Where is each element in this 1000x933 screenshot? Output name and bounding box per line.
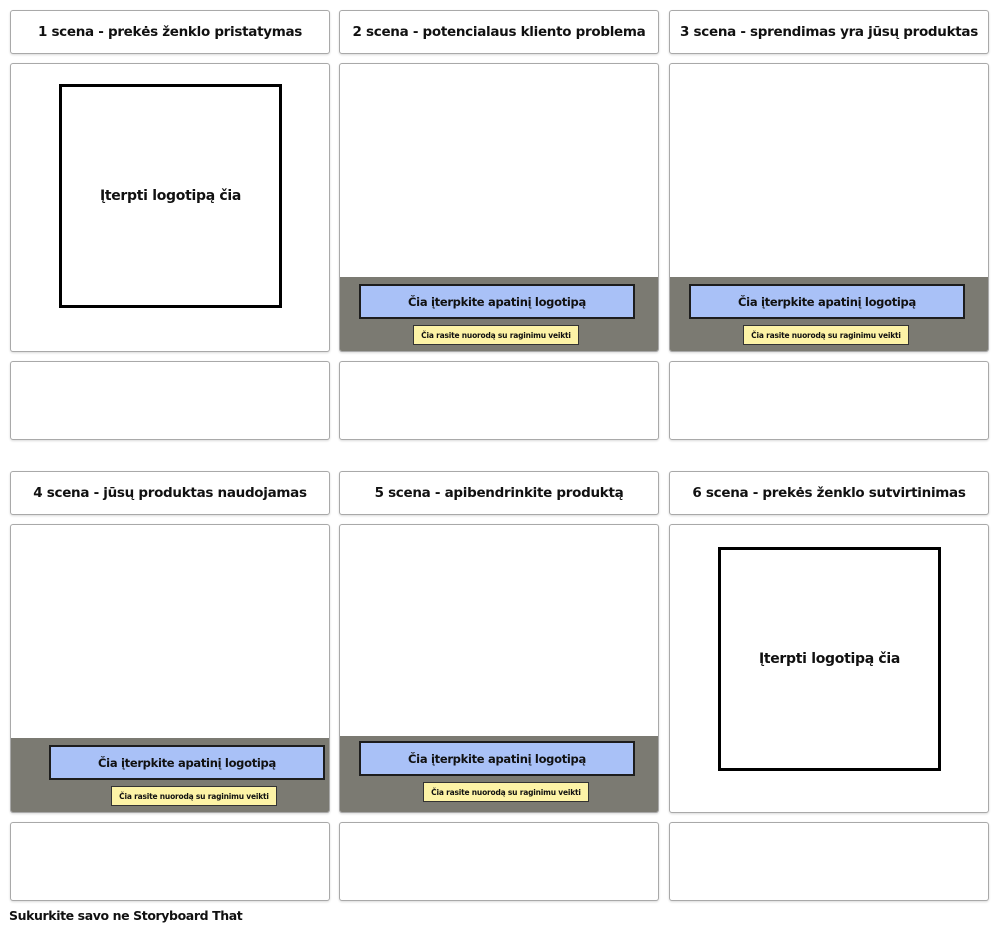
scene-5-panel[interactable]: Čia įterpkite apatinį logotipą Čia rasit… <box>339 524 659 813</box>
scene-5-title: 5 scena - apibendrinkite produktą <box>374 485 624 501</box>
bottom-logo-text: Čia įterpkite apatinį logotipą <box>738 294 916 309</box>
bottom-logo-text: Čia įterpkite apatinį logotipą <box>408 294 586 309</box>
scene-2-description[interactable] <box>339 361 659 440</box>
scene-6-title-box[interactable]: 6 scena - prekės ženklo sutvirtinimas <box>669 471 989 515</box>
bottom-band: Čia įterpkite apatinį logotipą Čia rasit… <box>340 736 658 812</box>
bottom-logo-text: Čia įterpkite apatinį logotipą <box>98 755 276 770</box>
scene-4-title-box[interactable]: 4 scena - jūsų produktas naudojamas <box>10 471 330 515</box>
scene-5-description[interactable] <box>339 822 659 901</box>
call-to-action-link[interactable]: Čia rasite nuorodą su raginimu veikti <box>743 325 909 345</box>
scene-1-description[interactable] <box>10 361 330 440</box>
call-to-action-text: Čia rasite nuorodą su raginimu veikti <box>119 791 269 801</box>
scene-1-title: 1 scena - prekės ženklo pristatymas <box>37 24 303 40</box>
bottom-band: Čia įterpkite apatinį logotipą Čia rasit… <box>670 277 988 351</box>
call-to-action-text: Čia rasite nuorodą su raginimu veikti <box>431 787 581 797</box>
scene-1-panel[interactable]: Įterpti logotipą čia <box>10 63 330 352</box>
scene-3-description[interactable] <box>669 361 989 440</box>
scene-4-title: 4 scena - jūsų produktas naudojamas <box>33 485 307 501</box>
bottom-band: Čia įterpkite apatinį logotipą Čia rasit… <box>340 277 658 351</box>
call-to-action-text: Čia rasite nuorodą su raginimu veikti <box>751 330 901 340</box>
call-to-action-link[interactable]: Čia rasite nuorodą su raginimu veikti <box>111 786 277 806</box>
logo-placeholder-text: Įterpti logotipą čia <box>758 651 901 667</box>
scene-6-title: 6 scena - prekės ženklo sutvirtinimas <box>692 485 966 501</box>
bottom-logo-placeholder[interactable]: Čia įterpkite apatinį logotipą <box>689 284 965 319</box>
scene-3-title-box[interactable]: 3 scena - sprendimas yra jūsų produktas <box>669 10 989 54</box>
bottom-logo-placeholder[interactable]: Čia įterpkite apatinį logotipą <box>49 745 325 780</box>
scene-2-panel[interactable]: Čia įterpkite apatinį logotipą Čia rasit… <box>339 63 659 352</box>
bottom-band: Čia įterpkite apatinį logotipą Čia rasit… <box>11 738 329 812</box>
scene-2-title: 2 scena - potencialaus kliento problema <box>352 24 646 40</box>
scene-1-title-box[interactable]: 1 scena - prekės ženklo pristatymas <box>10 10 330 54</box>
call-to-action-link[interactable]: Čia rasite nuorodą su raginimu veikti <box>423 782 589 802</box>
scene-6-panel[interactable]: Įterpti logotipą čia <box>669 524 989 813</box>
scene-5-title-box[interactable]: 5 scena - apibendrinkite produktą <box>339 471 659 515</box>
bottom-logo-text: Čia įterpkite apatinį logotipą <box>408 751 586 766</box>
logo-placeholder-text: Įterpti logotipą čia <box>99 188 242 204</box>
footer-link[interactable]: Sukurkite savo ne Storyboard That <box>9 908 243 923</box>
scene-3-panel[interactable]: Čia įterpkite apatinį logotipą Čia rasit… <box>669 63 989 352</box>
call-to-action-text: Čia rasite nuorodą su raginimu veikti <box>421 330 571 340</box>
scene-3-title: 3 scena - sprendimas yra jūsų produktas <box>680 24 978 40</box>
scene-4-panel[interactable]: Čia įterpkite apatinį logotipą Čia rasit… <box>10 524 330 813</box>
call-to-action-link[interactable]: Čia rasite nuorodą su raginimu veikti <box>413 325 579 345</box>
scene-6-description[interactable] <box>669 822 989 901</box>
logo-placeholder[interactable]: Įterpti logotipą čia <box>718 547 941 771</box>
scene-4-description[interactable] <box>10 822 330 901</box>
bottom-logo-placeholder[interactable]: Čia įterpkite apatinį logotipą <box>359 284 635 319</box>
scene-2-title-box[interactable]: 2 scena - potencialaus kliento problema <box>339 10 659 54</box>
bottom-logo-placeholder[interactable]: Čia įterpkite apatinį logotipą <box>359 741 635 776</box>
logo-placeholder[interactable]: Įterpti logotipą čia <box>59 84 282 308</box>
